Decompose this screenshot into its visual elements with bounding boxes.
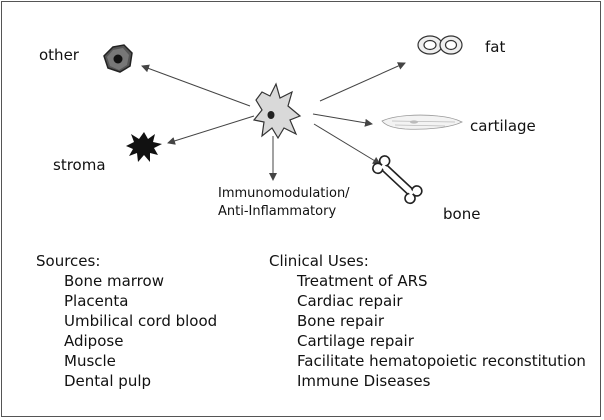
list-item: Cardiac repair	[297, 292, 403, 310]
label-bone: bone	[443, 205, 481, 223]
arrow-to-stroma	[167, 115, 255, 145]
label-fat: fat	[485, 38, 506, 56]
cartilage-cell-icon	[381, 114, 463, 130]
other-cell-icon	[103, 44, 133, 73]
list-item: Umbilical cord blood	[64, 312, 218, 330]
list-item: Cartilage repair	[297, 332, 414, 350]
list-item: Bone marrow	[64, 272, 164, 290]
clinical-uses-items: Treatment of ARS Cardiac repair Bone rep…	[269, 271, 586, 391]
list-item: Facilitate hematopoietic reconstitution	[297, 352, 586, 370]
fat-cells-icon	[417, 35, 463, 55]
label-immunomodulation-line2: Anti-Inflammatory	[218, 204, 337, 219]
arrow-to-cartilage	[312, 113, 373, 127]
list-item: Dental pulp	[64, 372, 152, 390]
list-item: Adipose	[64, 332, 124, 350]
arrow-to-other	[141, 64, 251, 107]
label-cartilage: cartilage	[470, 117, 536, 135]
sources-heading: Sources:	[36, 252, 101, 270]
list-item: Muscle	[64, 352, 116, 370]
clinical-uses-heading: Clinical Uses:	[269, 252, 369, 270]
stem-cell-icon	[252, 82, 302, 140]
list-item: Bone repair	[297, 312, 385, 330]
arrows	[141, 62, 406, 181]
sources-items: Bone marrow Placenta Umbilical cord bloo…	[36, 271, 217, 391]
bone-icon	[372, 155, 423, 205]
label-immunomodulation: Immunomodulation/ Anti-Inflammatory	[218, 185, 350, 221]
clinical-uses-list: Clinical Uses: Treatment of ARS Cardiac …	[269, 251, 586, 391]
arrow-to-fat	[319, 62, 406, 102]
sources-list: Sources: Bone marrow Placenta Umbilical …	[36, 251, 217, 391]
label-immunomodulation-line1: Immunomodulation/	[218, 186, 350, 201]
list-item: Immune Diseases	[297, 372, 431, 390]
label-other: other	[39, 46, 79, 64]
arrow-to-bone	[313, 123, 381, 165]
list-item: Placenta	[64, 292, 129, 310]
stroma-icon	[126, 132, 162, 162]
label-stroma: stroma	[53, 156, 106, 174]
list-item: Treatment of ARS	[297, 272, 428, 290]
